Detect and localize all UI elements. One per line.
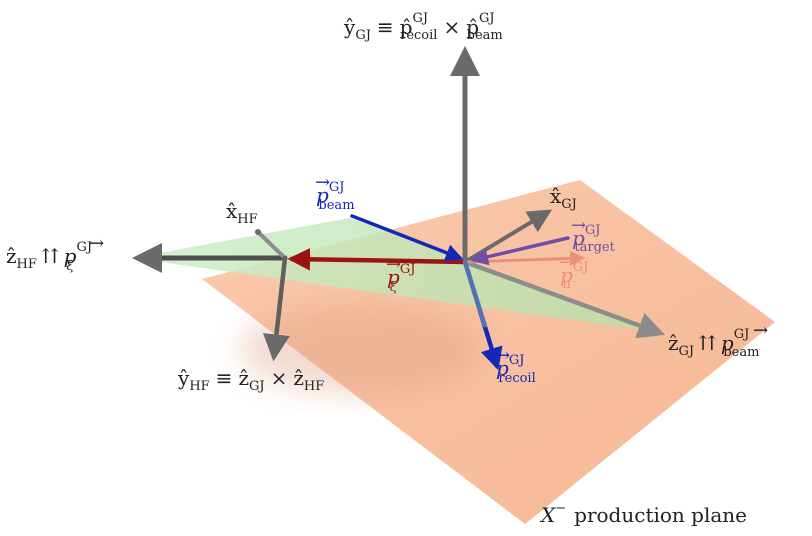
x-hf-label: x̂HF <box>226 199 258 227</box>
x-gj-label: x̂GJ <box>550 184 577 212</box>
p-target-arrow: → <box>571 215 586 236</box>
hf-plane <box>132 218 664 333</box>
p-recoil-arrow: → <box>495 345 510 366</box>
x-hf-axis <box>256 230 287 260</box>
p-xi-arrow: → <box>386 254 401 275</box>
y-hf-label: ŷHF≡ẑGJ×ẑHF <box>177 366 324 394</box>
p-target-vector <box>470 236 570 266</box>
y-hf-axis <box>262 255 290 362</box>
p-beam-vector <box>350 214 464 262</box>
z-gj-axis <box>462 259 666 339</box>
p-beam-arrow: → <box>315 172 330 193</box>
p-recoil-vector-under-plane <box>462 259 488 328</box>
p-xi-vector <box>287 248 468 271</box>
z-gj-p-arrow: → <box>753 320 768 341</box>
p-pi-arrow: → <box>559 252 574 273</box>
x-hf-axis-tip <box>255 229 261 235</box>
z-hf-p-arrow: → <box>89 233 104 254</box>
plane-shadow <box>240 305 480 395</box>
production-plane-label: X−production plane <box>539 501 747 527</box>
